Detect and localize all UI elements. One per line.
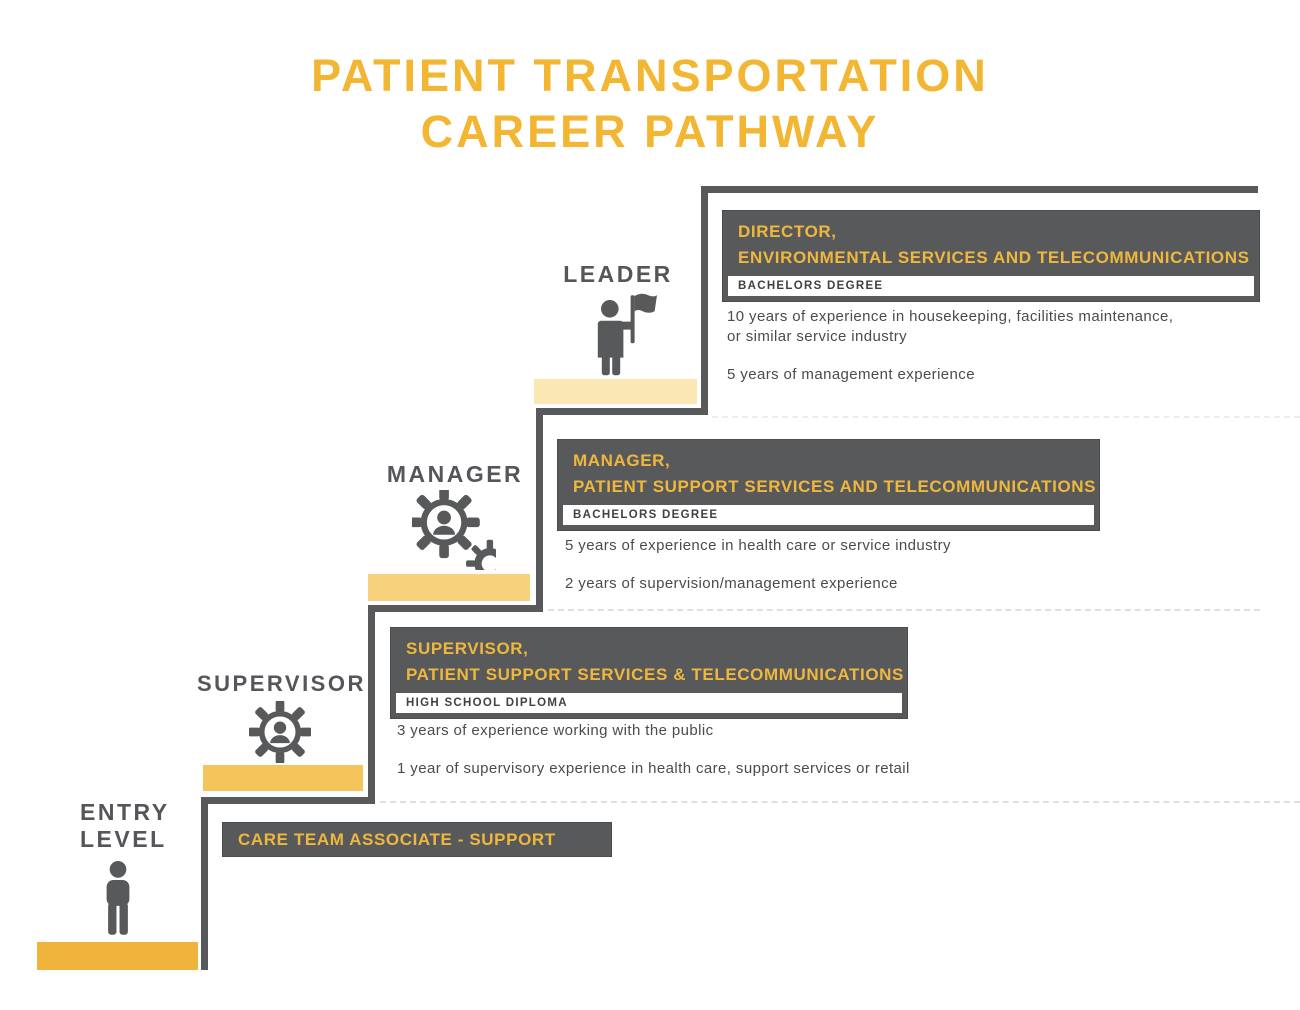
supervisor-job-title-line1: SUPERVISOR, (406, 639, 529, 658)
manager-job-title-line1: MANAGER, (573, 451, 671, 470)
manager-section-dashed-line (548, 609, 1260, 611)
supervisor-requirement-line: 3 years of experience working with the p… (397, 722, 714, 739)
entry-level-label-line1: ENTRY (80, 799, 170, 825)
leader-requirement-line: 5 years of management experience (727, 366, 975, 383)
supervisor-label: SUPERVISOR (197, 671, 366, 696)
entry-job-title: CARE TEAM ASSOCIATE - SUPPORT (238, 830, 556, 849)
flag-person-icon (585, 292, 657, 376)
leader-requirement-line: 10 years of experience in housekeeping, … (727, 308, 1174, 325)
page-title: PATIENT TRANSPORTATION CAREER PATHWAY (0, 48, 1300, 161)
supervisor-job-title-line2: PATIENT SUPPORT SERVICES & TELECOMMUNICA… (406, 664, 904, 684)
manager-label: MANAGER (386, 461, 524, 487)
supervisor-step-left-line (368, 605, 375, 804)
entry-level-label-line2: LEVEL (80, 826, 167, 853)
leader-section-dashed-line (712, 416, 1300, 418)
leader-job-title-line1: DIRECTOR, (738, 222, 837, 241)
person-icon (94, 861, 142, 937)
manager-platform-bar (368, 574, 530, 601)
entry-step-left-line (201, 797, 208, 970)
leader-requirement-line: or similar service industry (727, 328, 908, 345)
entry-job-banner: CARE TEAM ASSOCIATE - SUPPORT (222, 822, 612, 857)
leader-job-title-line2: ENVIRONMENTAL SERVICES AND TELECOMMUNICA… (738, 247, 1250, 267)
leader-label: LEADER (563, 261, 673, 287)
page-title-line2: CAREER PATHWAY (420, 106, 880, 158)
supervisor-job-banner: SUPERVISOR, PATIENT SUPPORT SERVICES & T… (390, 627, 908, 719)
leader-job-banner: DIRECTOR, ENVIRONMENTAL SERVICES AND TEL… (722, 210, 1260, 302)
supervisor-platform-bar (203, 765, 363, 791)
manager-requirement-line: 5 years of experience in health care or … (565, 537, 951, 554)
manager-job-title-line2: PATIENT SUPPORT SERVICES AND TELECOMMUNI… (573, 476, 1097, 496)
entry-step-top-line (201, 797, 375, 804)
leader-step-left-line (701, 186, 708, 415)
manager-requirement-line: 2 years of supervision/management experi… (565, 575, 898, 592)
entry-platform-bar (37, 942, 198, 970)
leader-platform-bar (534, 379, 697, 404)
gear-person-icon (249, 701, 311, 763)
entry-level-label: ENTRY LEVEL (80, 799, 170, 853)
supervisor-job-title: SUPERVISOR, PATIENT SUPPORT SERVICES & T… (391, 628, 907, 693)
page-title-line1: PATIENT TRANSPORTATION (311, 50, 989, 101)
supervisor-degree-bar: HIGH SCHOOL DIPLOMA (396, 693, 902, 713)
supervisor-requirement-line: 1 year of supervisory experience in heal… (397, 760, 910, 777)
leader-job-title: DIRECTOR, ENVIRONMENTAL SERVICES AND TEL… (723, 211, 1259, 276)
supervisor-step-top-line (368, 605, 543, 612)
leader-degree-bar: BACHELORS DEGREE (728, 276, 1254, 296)
manager-step-left-line (536, 408, 543, 612)
double-gear-person-icon (412, 490, 496, 570)
manager-job-banner: MANAGER, PATIENT SUPPORT SERVICES AND TE… (557, 439, 1100, 531)
leader-step-top-line (701, 186, 1258, 193)
manager-degree-bar: BACHELORS DEGREE (563, 505, 1094, 525)
supervisor-section-dashed-line (380, 801, 1300, 803)
manager-step-top-line (536, 408, 708, 415)
manager-job-title: MANAGER, PATIENT SUPPORT SERVICES AND TE… (558, 440, 1099, 505)
